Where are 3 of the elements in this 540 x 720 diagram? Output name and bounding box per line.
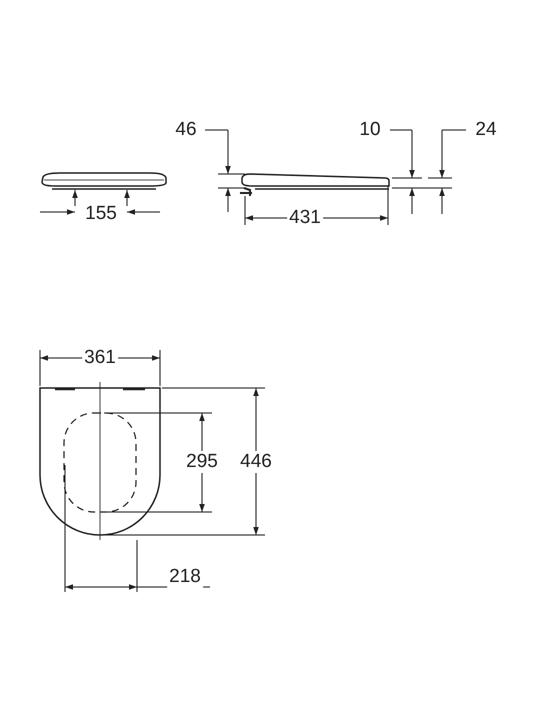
dimension-value: 218 <box>167 566 203 588</box>
dimension-value: 446 <box>238 451 274 473</box>
dimension-value: 295 <box>184 451 220 473</box>
